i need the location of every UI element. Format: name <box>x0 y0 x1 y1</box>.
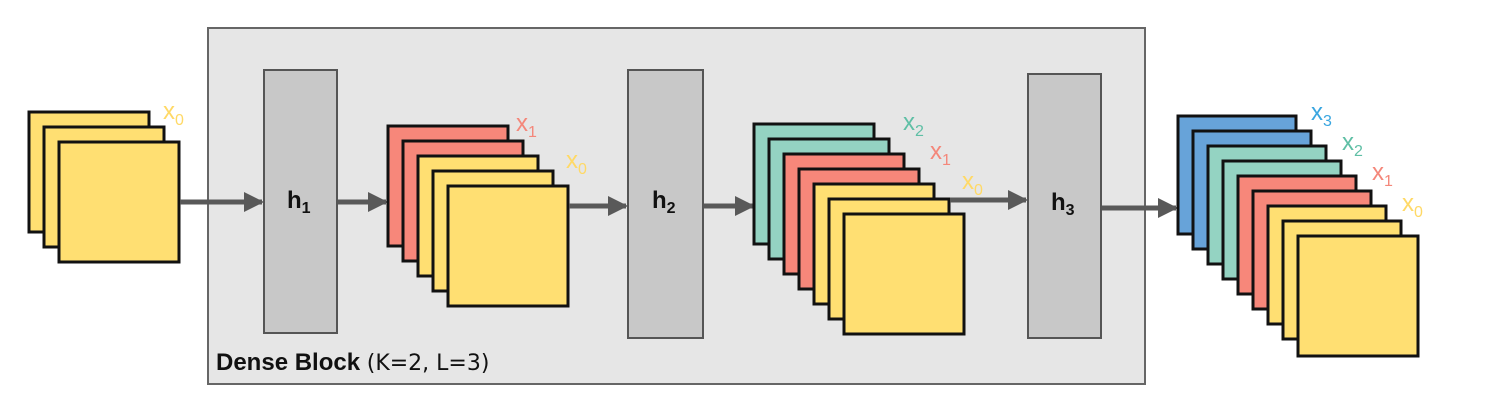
feature-map-x0 <box>842 212 966 336</box>
label-x2: x2 <box>1342 129 1363 160</box>
dense-block-title: Dense Block (K=2, L=3) <box>216 349 489 376</box>
feature-stack-after-h1: x1 x0 <box>386 110 587 308</box>
dense-block-params: (K=2, L=3) <box>367 351 490 376</box>
layer-h2-label: h2 <box>652 187 676 217</box>
label-x1: x1 <box>1372 159 1393 190</box>
label-x0: x0 <box>163 98 184 129</box>
feature-map-x0 <box>1296 234 1420 358</box>
label-x0: x0 <box>1402 190 1423 221</box>
label-x1: x1 <box>930 138 951 169</box>
feature-stack-after-h2: x2 x1 x0 <box>752 109 983 336</box>
layer-h3 <box>1027 73 1102 339</box>
label-x0: x0 <box>566 147 587 178</box>
feature-map-x0 <box>57 140 181 264</box>
label-x2: x2 <box>903 109 924 140</box>
output-feature-stack: x3 x2 x1 x0 <box>1176 99 1423 358</box>
input-feature-stack: x0 <box>27 98 184 264</box>
layer-h1 <box>263 69 338 334</box>
label-x0: x0 <box>962 168 983 199</box>
feature-map-x0 <box>446 184 570 308</box>
label-x3: x3 <box>1311 99 1332 130</box>
layer-h2 <box>627 69 704 339</box>
layer-h1-label: h1 <box>287 187 311 217</box>
layer-h3-label: h3 <box>1051 189 1075 219</box>
label-x1: x1 <box>516 110 537 141</box>
